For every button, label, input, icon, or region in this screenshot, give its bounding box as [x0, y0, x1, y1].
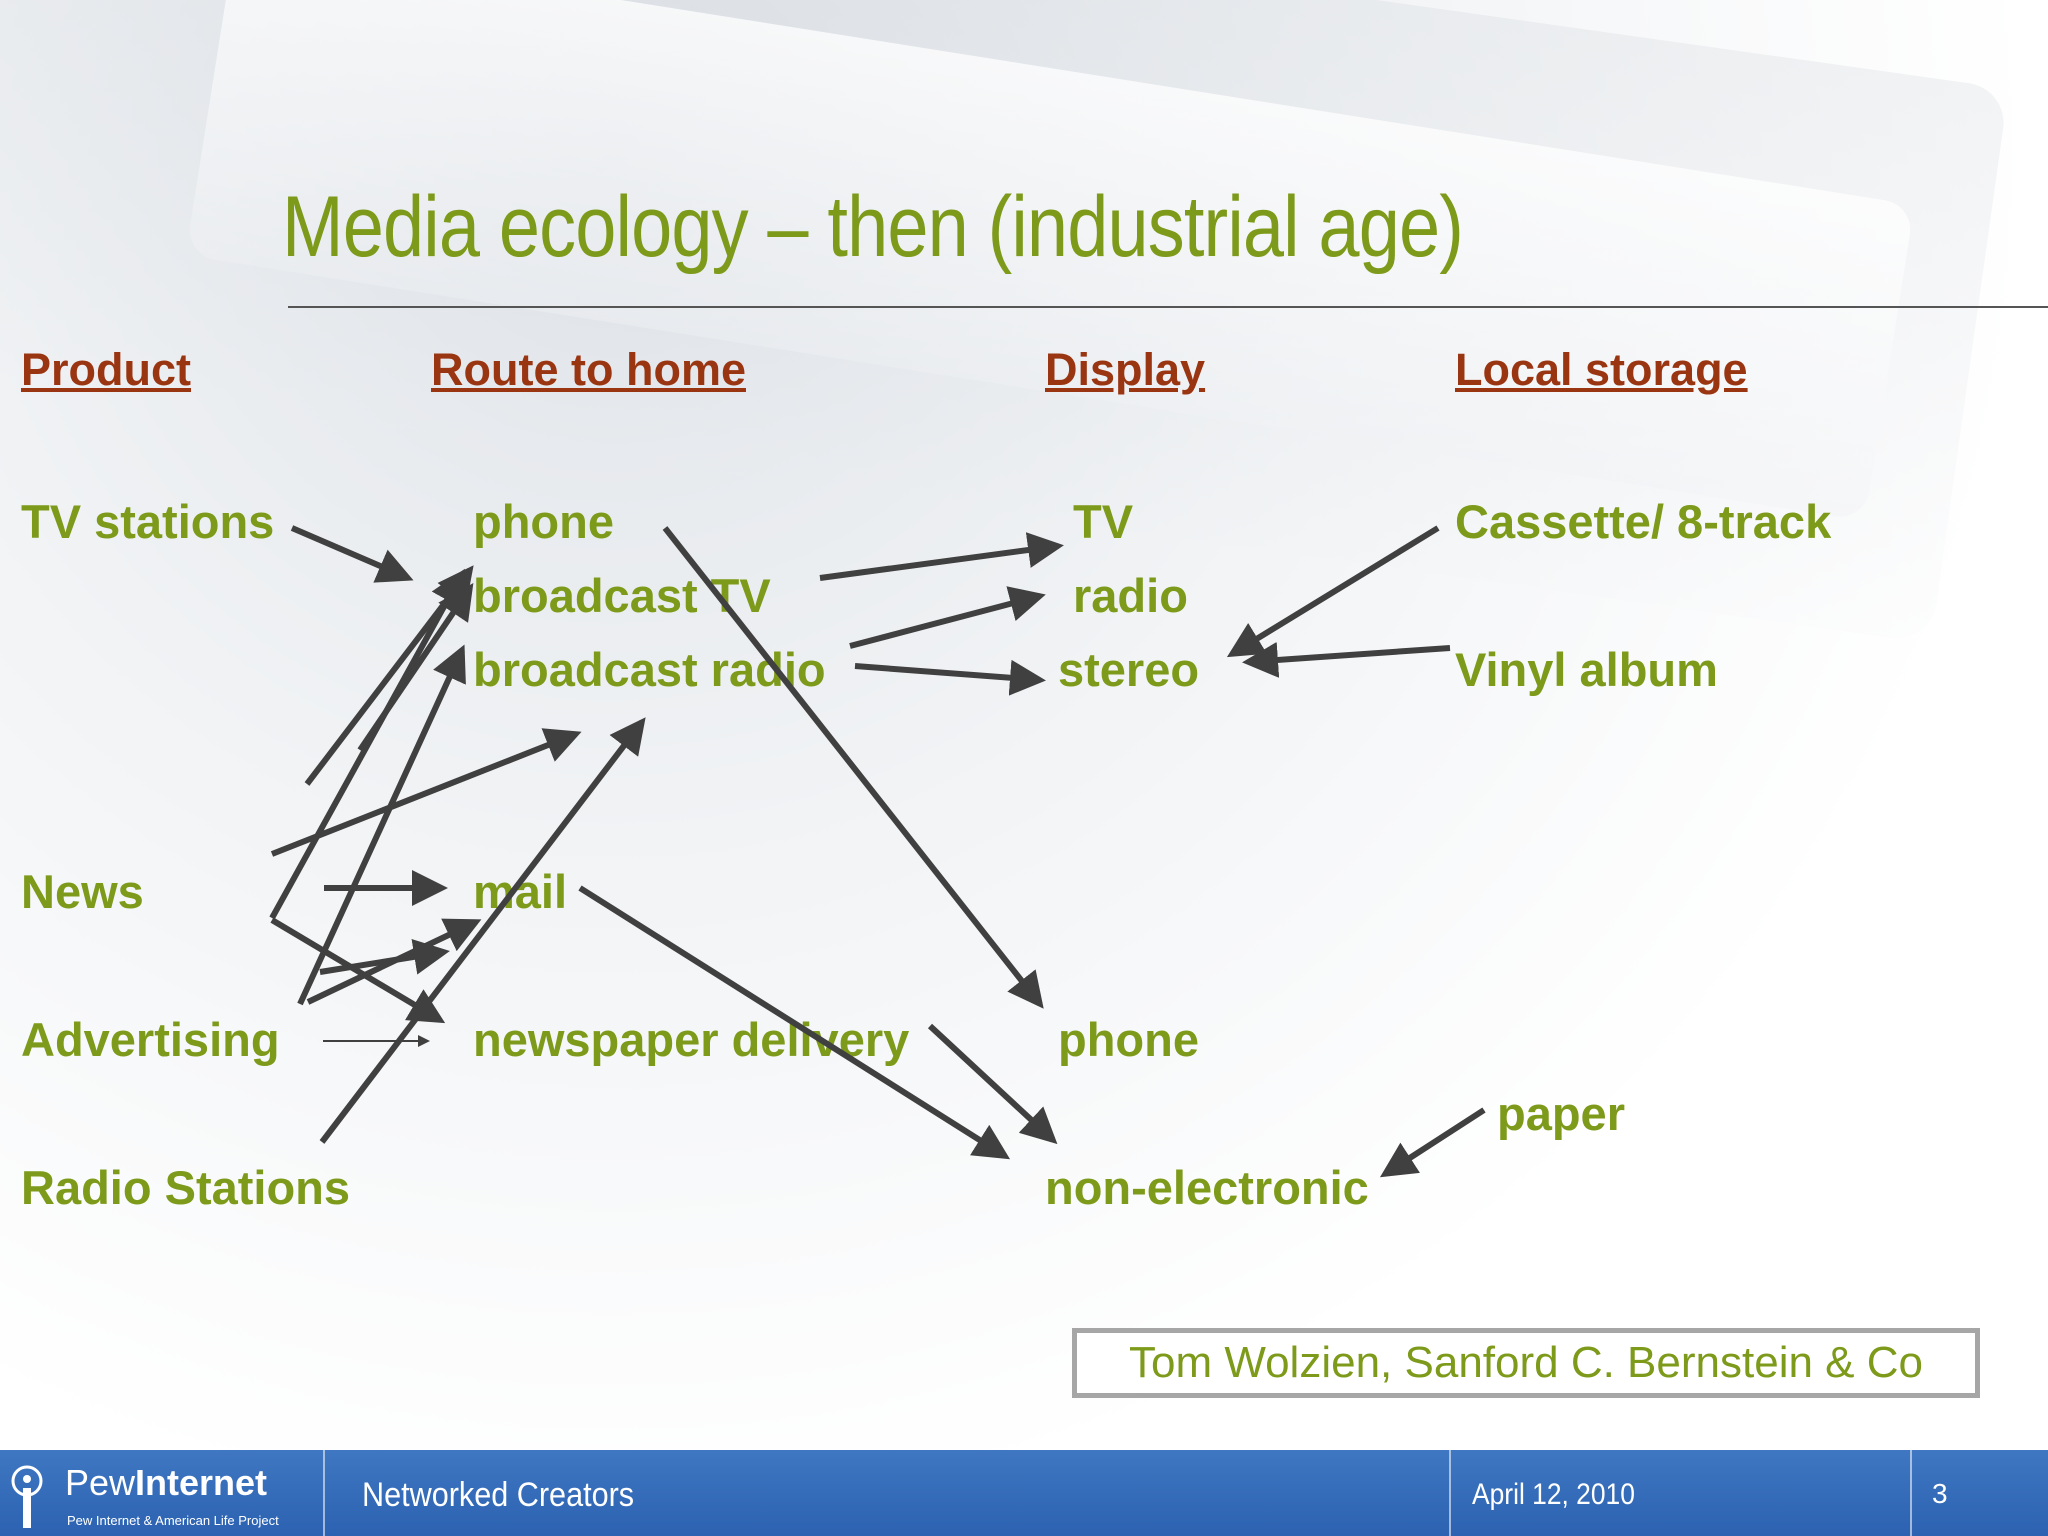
- slide-title: Media ecology – then (industrial age): [282, 179, 1464, 275]
- storage-paper: paper: [1497, 1087, 1625, 1140]
- arrow: [578, 885, 1011, 1160]
- display-non-electronic: non-electronic: [1045, 1161, 1369, 1214]
- arrow: [662, 526, 1044, 1009]
- pew-logo-icon: [11, 1465, 43, 1528]
- arrow: [319, 939, 450, 975]
- storage-cassette: Cassette/ 8-track: [1455, 495, 1832, 548]
- arrow: [297, 644, 466, 1006]
- brand-logo-text: PewInternet: [65, 1462, 267, 1504]
- product-news: News: [21, 865, 144, 918]
- footer-divider: [1449, 1450, 1451, 1536]
- storage-vinyl-album: Vinyl album: [1455, 643, 1718, 696]
- product-radio-stations: Radio Stations: [21, 1161, 351, 1214]
- header-local-storage: Local storage: [1455, 344, 1748, 395]
- arrow: [927, 1023, 1058, 1145]
- route-broadcast-radio: broadcast radio: [473, 643, 826, 696]
- brand-pew: Pew: [65, 1462, 136, 1503]
- display-phone: phone: [1058, 1013, 1199, 1066]
- arrow: [319, 717, 646, 1144]
- footer-presentation-title: Networked Creators: [362, 1476, 635, 1514]
- footer-divider: [323, 1450, 325, 1536]
- arrow: [1226, 525, 1440, 658]
- arrow: [1379, 1107, 1486, 1178]
- route-newspaper-delivery: newspaper delivery: [473, 1013, 910, 1066]
- header-product: Product: [21, 344, 192, 395]
- brand-subtitle: Pew Internet & American Life Project: [67, 1513, 279, 1528]
- display-radio: radio: [1073, 569, 1188, 622]
- credit-box: Tom Wolzien, Sanford C. Bernstein & Co: [1072, 1328, 1980, 1398]
- arrow: [849, 586, 1046, 649]
- product-advertising: Advertising: [21, 1013, 280, 1066]
- footer-bar: PewInternet Pew Internet & American Life…: [0, 1450, 2048, 1536]
- arrow: [1242, 641, 1451, 678]
- display-tv: TV: [1073, 495, 1134, 548]
- title-divider: [288, 306, 2048, 308]
- product-tv-stations: TV stations: [21, 495, 275, 548]
- arrow: [819, 532, 1064, 581]
- brand-internet: Internet: [135, 1462, 268, 1503]
- footer-divider: [1910, 1450, 1912, 1536]
- arrow: [854, 659, 1046, 696]
- display-stereo: stereo: [1058, 643, 1200, 696]
- arrow: [270, 728, 582, 857]
- page-number: 3: [1932, 1478, 1948, 1509]
- arrow: [270, 917, 446, 1024]
- header-route-to-home: Route to home: [431, 344, 746, 395]
- credit-text: Tom Wolzien, Sanford C. Bernstein & Co: [1129, 1338, 1923, 1387]
- arrow: [290, 525, 414, 583]
- footer-date: April 12, 2010: [1472, 1478, 1635, 1511]
- header-display: Display: [1045, 344, 1206, 395]
- route-mail: mail: [473, 865, 568, 918]
- arrow: [269, 568, 465, 920]
- route-phone: phone: [473, 495, 614, 548]
